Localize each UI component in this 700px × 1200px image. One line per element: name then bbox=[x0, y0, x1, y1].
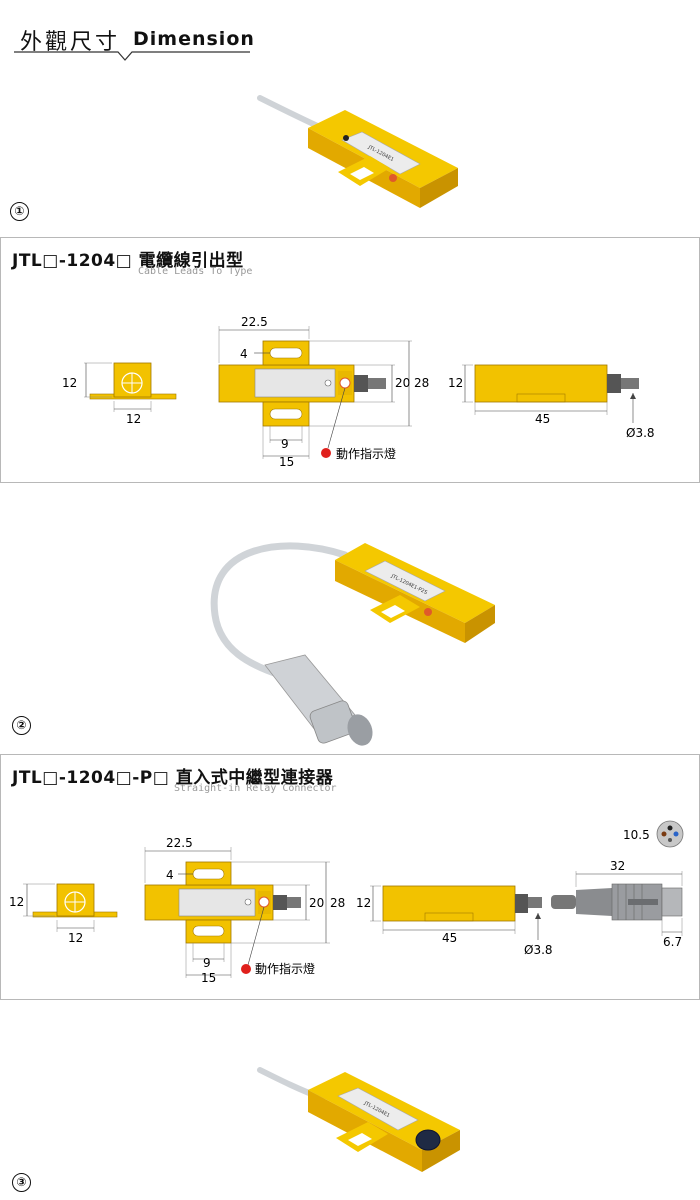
dim-connector-tip: 6.7 bbox=[663, 935, 682, 949]
dim-slot-pitch-2: 9 bbox=[203, 956, 211, 970]
connector-end-view bbox=[656, 820, 684, 848]
photo-3-index: ③ bbox=[12, 1173, 31, 1192]
dim-connector-length: 32 bbox=[610, 859, 625, 873]
dim-end-height: 12 bbox=[62, 376, 77, 390]
photo-1-index: ① bbox=[10, 202, 29, 221]
panel-cable-type bbox=[0, 237, 700, 483]
connector-cable bbox=[551, 895, 576, 909]
dim-overall-width-2: 28 bbox=[330, 896, 345, 910]
led-indicator-dot-2 bbox=[241, 964, 251, 974]
header-title-en: Dimension bbox=[133, 28, 255, 50]
dim-body-width: 20 bbox=[395, 376, 410, 390]
dim-side-length: 45 bbox=[535, 412, 550, 426]
photo-2-index: ② bbox=[12, 716, 31, 735]
dim-end-width-2: 12 bbox=[68, 931, 83, 945]
dim-slot-span: 15 bbox=[279, 455, 294, 469]
dim-cable-dia: Ø3.8 bbox=[626, 426, 655, 440]
dim-slot-offset: 4 bbox=[240, 347, 248, 361]
dim-side-height-2: 12 bbox=[356, 896, 371, 910]
dim-body-width-2: 20 bbox=[309, 896, 324, 910]
dim-cable-dia-2: Ø3.8 bbox=[524, 943, 553, 957]
panel-2-title: JTL□-1204□-P□ 直入式中繼型連接器 bbox=[12, 768, 334, 788]
panel-2-drawing: 12 12 22.5 4 20 28 9 15 動作指示燈 12 45 Ø3.8 bbox=[9, 820, 684, 985]
dim-slot-span-2: 15 bbox=[201, 971, 216, 985]
dim-side-height: 12 bbox=[448, 376, 463, 390]
sensor-photo-1: JTL-1204E1 bbox=[257, 95, 458, 208]
dim-end-height-2: 12 bbox=[9, 895, 24, 909]
dim-side-length-2: 45 bbox=[442, 931, 457, 945]
dim-top-length: 22.5 bbox=[241, 315, 268, 329]
panel-2-subtitle: Straight-in Relay Connector bbox=[174, 783, 337, 794]
dim-slot-pitch: 9 bbox=[281, 437, 289, 451]
panel-1-title: JTL□-1204□ 電纜線引出型 bbox=[12, 251, 244, 271]
panel-connector-type bbox=[0, 754, 700, 1000]
sensor-photo-2: JTL-1204E1-P2S bbox=[210, 542, 495, 746]
led-label: 動作指示燈 bbox=[336, 446, 396, 461]
dim-top-length-2: 22.5 bbox=[166, 836, 193, 850]
led-indicator-dot bbox=[321, 448, 331, 458]
dim-slot-offset-2: 4 bbox=[166, 868, 174, 882]
dim-overall-width: 28 bbox=[414, 376, 429, 390]
dim-end-width: 12 bbox=[126, 412, 141, 426]
sensor-photo-3: JTL-1204E1 bbox=[257, 1067, 460, 1172]
header-underline bbox=[14, 51, 250, 61]
panel-1-subtitle: Cable Leads To Type bbox=[138, 266, 253, 277]
header-title-cn: 外觀尺寸 bbox=[20, 30, 121, 55]
panel-1-drawing: 12 12 22.5 4 20 28 9 15 動作指示燈 12 45 Ø3.8 bbox=[62, 315, 655, 469]
led-label-2: 動作指示燈 bbox=[255, 961, 315, 976]
dim-connector-dia: 10.5 bbox=[623, 828, 650, 842]
